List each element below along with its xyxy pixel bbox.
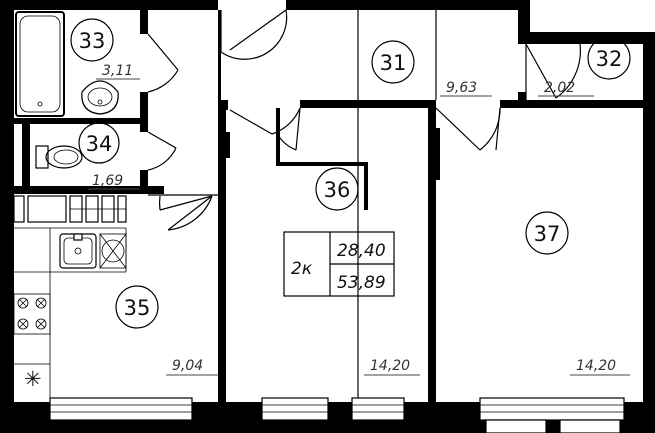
apartment-info-box [283,231,395,297]
living-area: 28,40 [337,241,386,261]
area-value: 3,11 [102,63,133,79]
stove-mark-icon: ✳ [24,367,42,391]
room-31-marker: 31 [371,40,415,84]
room-35-marker: 35 [115,285,159,329]
room-36-marker: 36 [315,167,359,211]
bathtub [15,11,65,117]
room-number: 36 [324,178,351,202]
room-35-area: 9,04 [166,358,218,376]
kitchen-sink [59,233,97,269]
apartment-type: 2к [291,259,313,279]
room-33-area: 3,11 [96,63,140,80]
area-value: 2,02 [544,80,575,96]
room-number: 33 [79,29,106,53]
windows [49,397,625,433]
room-34-area: 1,69 [88,173,140,190]
room-number: 35 [124,296,151,320]
thin-lines [148,10,527,402]
area-value: 14,20 [576,358,616,374]
room-33-marker: 33 [70,18,114,62]
bathroom-sink [81,80,119,115]
room-number: 31 [380,51,407,75]
cabinet-row [13,195,127,223]
room-32-marker: 32 [587,36,631,80]
interior-walls [8,10,655,402]
room-34-marker: 34 [78,122,120,164]
area-value: 9,63 [446,80,477,96]
stove [13,293,51,335]
room-32-area: 2,02 [538,80,594,97]
door-swings [147,9,581,231]
room-37-area: 14,20 [570,358,630,376]
total-area: 53,89 [337,273,386,293]
area-value: 14,20 [370,358,410,374]
washing-machine [99,233,127,269]
toilet [35,145,83,169]
room-number: 34 [86,132,113,156]
area-value: 9,04 [172,358,203,374]
room-number: 32 [596,47,623,71]
room-36-area: 14,20 [364,358,420,376]
room-number: 37 [534,222,561,246]
room-37-marker: 37 [525,211,569,255]
area-value: 1,69 [92,173,123,189]
room-31-area: 9,63 [440,80,492,97]
